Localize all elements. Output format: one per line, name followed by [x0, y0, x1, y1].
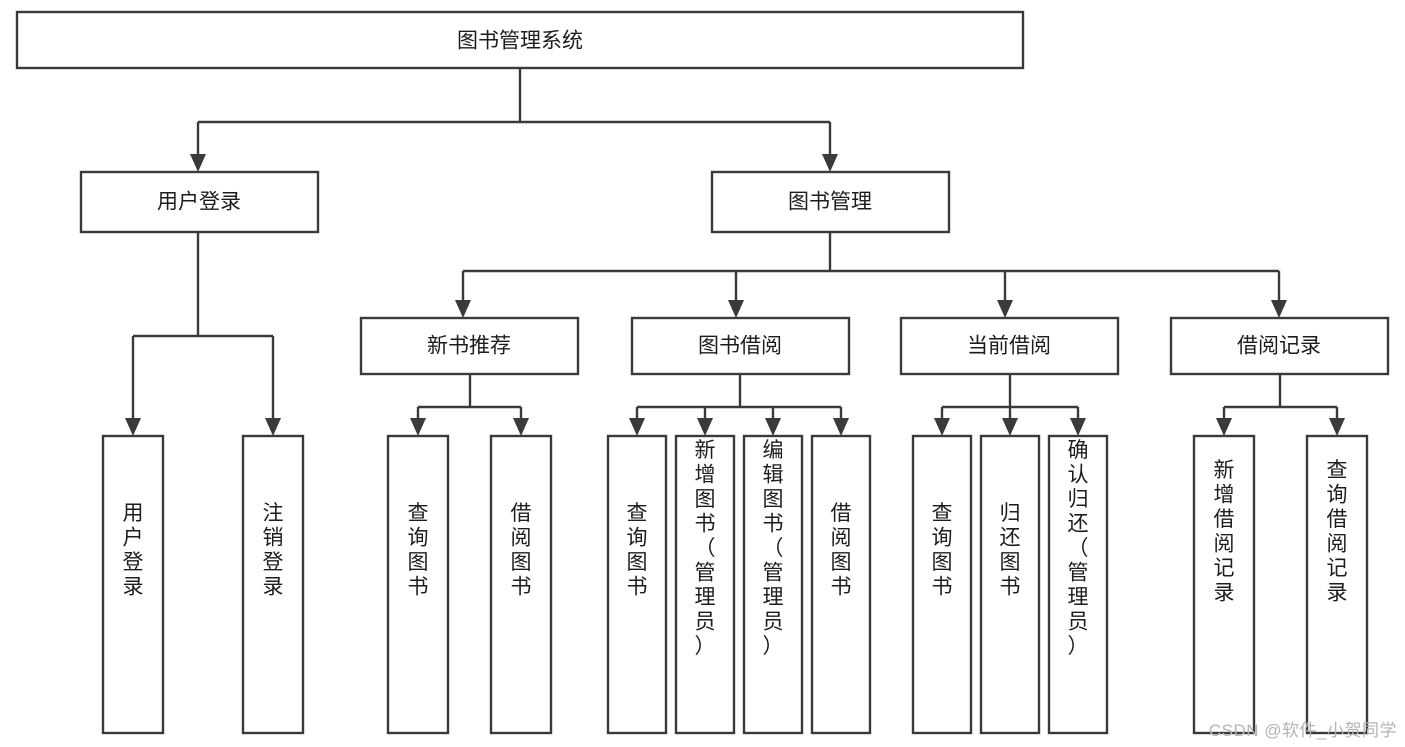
- node-leaf-logout-box[interactable]: [241, 434, 305, 735]
- node-leaf-add-record-box[interactable]: [1192, 434, 1256, 735]
- node-book-manage-box[interactable]: [710, 170, 951, 234]
- node-leaf-confirm-return-box[interactable]: [1047, 434, 1109, 735]
- node-leaf-edit-book[interactable]: 编辑图书（管理员）: [742, 434, 804, 735]
- node-leaf-query-book-3-label: 查询图书: [932, 502, 953, 599]
- node-leaf-logout-label: 注销登录: [263, 502, 284, 599]
- node-borrow-record[interactable]: 借阅记录: [1169, 316, 1390, 376]
- node-leaf-return-book-box[interactable]: [979, 434, 1041, 735]
- node-leaf-return-book-label: 归还图书: [1000, 502, 1021, 599]
- node-leaf-add-record-label: 新增借阅记录: [1214, 459, 1235, 605]
- node-user-login-box[interactable]: [79, 170, 320, 234]
- node-leaf-confirm-return[interactable]: 确认归还（管理员）: [1047, 434, 1109, 735]
- arrow-to-book-borrow: [728, 300, 744, 318]
- arrow-to-leaf-confirm-return: [1070, 418, 1086, 436]
- node-book-borrow-box[interactable]: [630, 316, 851, 376]
- node-new-book-recommend-box[interactable]: [359, 316, 580, 376]
- node-leaf-query-book-2-label: 查询图书: [627, 502, 648, 599]
- node-book-manage[interactable]: 图书管理: [710, 170, 951, 234]
- node-leaf-borrow-book-2[interactable]: 借阅图书: [810, 434, 872, 735]
- node-leaf-add-book-label: 新增图书（管理员）: [695, 439, 716, 658]
- arrow-to-leaf-query-book-1: [410, 418, 426, 436]
- arrow-to-leaf-borrow-book-2: [833, 418, 849, 436]
- node-leaf-edit-book-label: 编辑图书（管理员）: [763, 439, 784, 658]
- node-leaf-query-record[interactable]: 查询借阅记录: [1305, 434, 1369, 735]
- arrow-to-leaf-query-book-2: [629, 418, 645, 436]
- arrow-to-borrow-record: [1271, 300, 1287, 318]
- arrow-to-user-login: [190, 154, 206, 172]
- arrow-to-leaf-user-login: [125, 418, 141, 436]
- node-leaf-query-record-box[interactable]: [1305, 434, 1369, 735]
- arrow-to-leaf-edit-book: [765, 418, 781, 436]
- node-user-login-label: 用户登录: [157, 191, 241, 214]
- node-leaf-query-book-2[interactable]: 查询图书: [606, 434, 668, 735]
- node-root-box[interactable]: [15, 10, 1025, 70]
- node-leaf-query-book-2-box[interactable]: [606, 434, 668, 735]
- node-leaf-query-book-3[interactable]: 查询图书: [911, 434, 973, 735]
- node-book-borrow-label: 图书借阅: [698, 335, 782, 358]
- node-leaf-borrow-book-2-box[interactable]: [810, 434, 872, 735]
- node-book-manage-label: 图书管理: [788, 191, 872, 214]
- node-leaf-user-login-label: 用户登录: [123, 502, 144, 599]
- node-leaf-add-book[interactable]: 新增图书（管理员）: [674, 434, 736, 735]
- node-leaf-user-login-box[interactable]: [101, 434, 165, 735]
- arrow-to-new-book-recommend: [455, 300, 471, 318]
- node-root[interactable]: 图书管理系统: [15, 10, 1025, 70]
- node-leaf-query-book-1-label: 查询图书: [408, 502, 429, 599]
- node-root-label: 图书管理系统: [457, 30, 583, 53]
- node-user-login[interactable]: 用户登录: [79, 170, 320, 234]
- arrow-to-leaf-query-record: [1329, 418, 1345, 436]
- node-leaf-query-book-3-box[interactable]: [911, 434, 973, 735]
- arrow-to-current-borrow: [997, 300, 1013, 318]
- node-current-borrow[interactable]: 当前借阅: [899, 316, 1120, 376]
- node-new-book-recommend-label: 新书推荐: [427, 335, 511, 358]
- node-new-book-recommend[interactable]: 新书推荐: [359, 316, 580, 376]
- node-leaf-confirm-return-label: 确认归还（管理员）: [1068, 439, 1089, 658]
- node-leaf-query-book-1[interactable]: 查询图书: [386, 434, 450, 735]
- node-leaf-return-book[interactable]: 归还图书: [979, 434, 1041, 735]
- node-leaf-borrow-book-2-label: 借阅图书: [831, 502, 852, 599]
- arrow-to-leaf-query-book-3: [934, 418, 950, 436]
- arrow-to-leaf-logout: [265, 418, 281, 436]
- node-leaf-borrow-book-1-box[interactable]: [489, 434, 553, 735]
- node-leaf-query-book-1-box[interactable]: [386, 434, 450, 735]
- node-current-borrow-label: 当前借阅: [967, 335, 1051, 358]
- arrow-to-leaf-borrow-book-1: [513, 418, 529, 436]
- node-leaf-add-book-box[interactable]: [674, 434, 736, 735]
- node-leaf-user-login[interactable]: 用户登录: [101, 434, 165, 735]
- csdn-watermark: CSDN @软件_小贺同学: [1208, 721, 1397, 740]
- node-leaf-borrow-book-1-label: 借阅图书: [511, 502, 532, 599]
- arrow-to-book-manage: [822, 154, 838, 172]
- arrow-to-leaf-return-book: [1002, 418, 1018, 436]
- arrow-to-leaf-add-record: [1216, 418, 1232, 436]
- node-current-borrow-box[interactable]: [899, 316, 1120, 376]
- node-leaf-edit-book-box[interactable]: [742, 434, 804, 735]
- node-borrow-record-label: 借阅记录: [1237, 335, 1321, 358]
- node-leaf-add-record[interactable]: 新增借阅记录: [1192, 434, 1256, 735]
- arrow-to-leaf-add-book: [697, 418, 713, 436]
- connector-layer: [125, 68, 1345, 436]
- node-leaf-logout[interactable]: 注销登录: [241, 434, 305, 735]
- node-book-borrow[interactable]: 图书借阅: [630, 316, 851, 376]
- node-leaf-query-record-label: 查询借阅记录: [1327, 459, 1348, 605]
- node-borrow-record-box[interactable]: [1169, 316, 1390, 376]
- node-leaf-borrow-book-1[interactable]: 借阅图书: [489, 434, 553, 735]
